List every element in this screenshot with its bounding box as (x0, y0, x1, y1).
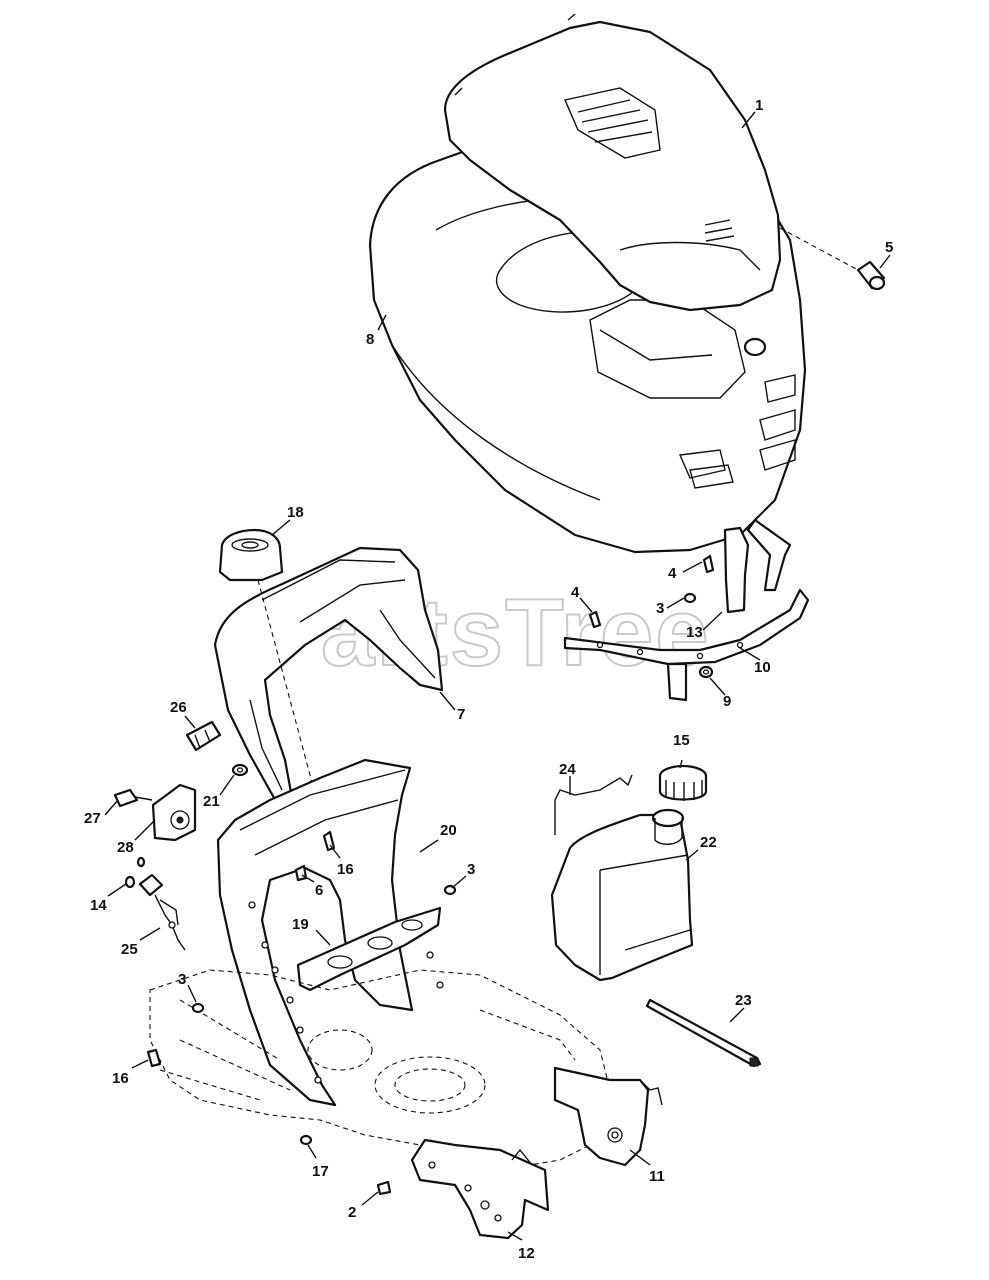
callout-26: 26 (170, 699, 187, 716)
callout-6: 6 (315, 882, 323, 899)
part-bolt-4b[interactable] (702, 554, 715, 574)
part-washer[interactable] (231, 763, 249, 777)
leader-lines (104, 111, 891, 1241)
callout-11: 11 (649, 1168, 665, 1185)
callout-4b: 4 (668, 565, 677, 582)
callout-10: 10 (754, 659, 771, 676)
part-screw-6[interactable] (294, 864, 308, 882)
callout-3c: 3 (178, 971, 186, 988)
part-clip[interactable] (185, 720, 222, 752)
part-nut-17[interactable] (299, 1134, 313, 1146)
part-wire[interactable] (554, 774, 633, 835)
part-ignition-switch[interactable] (151, 783, 197, 842)
part-nut-3a[interactable] (683, 592, 697, 604)
part-fuel-cap[interactable] (658, 764, 708, 801)
part-key[interactable] (113, 788, 153, 808)
callout-3b: 3 (467, 861, 475, 878)
part-pedestal-bracket[interactable] (296, 906, 442, 992)
callout-18: 18 (287, 504, 304, 521)
callout-15: 15 (673, 732, 690, 749)
callout-2: 2 (348, 1204, 356, 1221)
callout-21: 21 (203, 793, 220, 810)
callout-12: 12 (518, 1245, 535, 1262)
callout-17: 17 (312, 1163, 329, 1180)
part-bolt-16b[interactable] (146, 1048, 162, 1068)
callout-22: 22 (700, 834, 717, 851)
part-bolt-4a[interactable] (588, 610, 602, 629)
part-nut-9[interactable] (698, 665, 714, 679)
callout-14: 14 (90, 897, 107, 914)
callout-23: 23 (735, 992, 752, 1009)
part-side-bracket[interactable] (553, 1066, 663, 1167)
part-harness[interactable] (138, 873, 186, 951)
callout-9: 9 (723, 693, 731, 710)
callout-16b: 16 (112, 1070, 129, 1087)
callout-7: 7 (457, 706, 465, 723)
callout-24: 24 (559, 761, 576, 778)
callout-20: 20 (440, 822, 457, 839)
part-steering-pedestal[interactable] (216, 758, 444, 1107)
part-strap[interactable] (723, 526, 750, 614)
callout-1: 1 (755, 97, 763, 114)
callout-16a: 16 (337, 861, 354, 878)
part-fastener-14[interactable] (124, 875, 136, 889)
callout-5: 5 (885, 239, 893, 256)
part-cable-tie[interactable] (645, 998, 762, 1068)
callout-28: 28 (117, 839, 134, 856)
part-hood-bolt[interactable] (856, 260, 886, 291)
callout-27: 27 (84, 810, 101, 827)
part-steering-cap[interactable] (218, 528, 284, 582)
callout-8: 8 (366, 331, 374, 348)
callout-19: 19 (292, 916, 309, 933)
part-dash-panel[interactable] (213, 546, 444, 832)
part-fuel-tank[interactable] (550, 808, 694, 982)
part-hood-top[interactable] (443, 13, 782, 312)
callout-4a: 4 (571, 584, 580, 601)
callout-3a: 3 (656, 600, 664, 617)
part-nut-3c[interactable] (191, 1002, 205, 1014)
part-frame (149, 969, 611, 1171)
part-front-bracket[interactable] (410, 1138, 550, 1240)
part-fastener-14b[interactable] (136, 856, 146, 868)
callout-25: 25 (121, 941, 138, 958)
callout-labels: 1 5 8 18 4 4 3 13 10 9 7 26 21 27 28 15 … (84, 97, 893, 1262)
part-bolt-16a[interactable] (322, 830, 336, 852)
callout-13: 13 (686, 624, 703, 641)
part-bolt-2[interactable] (376, 1180, 392, 1196)
part-front-bar[interactable] (563, 518, 810, 702)
